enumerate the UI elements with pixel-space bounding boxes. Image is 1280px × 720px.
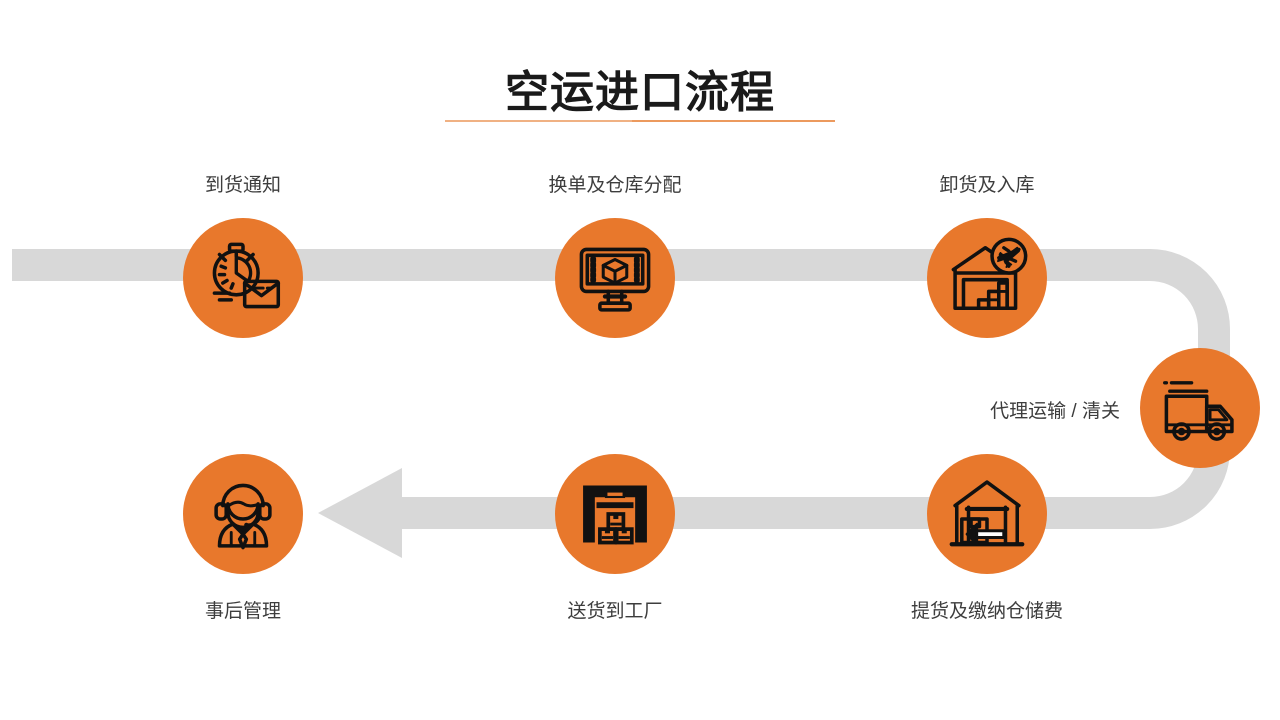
step-node-1[interactable] [183,218,303,338]
warehouse-airplane-icon [945,236,1029,320]
step-label-7: 事后管理 [204,601,281,622]
delivery-truck-icon [1158,366,1242,450]
step-label-5: 提货及缴纳仓储费 [910,601,1063,622]
stopwatch-envelope-icon [201,236,285,320]
step-node-4[interactable] [1140,348,1260,468]
step-label-1: 到货通知 [204,175,281,196]
factory-boxes-icon [573,472,657,556]
step-label-6: 送货到工厂 [567,601,663,622]
step-label-2: 换单及仓库分配 [548,175,682,196]
step-disc-4 [1140,348,1260,468]
step-disc-5 [927,454,1047,574]
monitor-box-icon [573,236,657,320]
step-node-7[interactable] [183,454,303,574]
title-underline-rule [445,120,835,122]
step-node-2[interactable] [555,218,675,338]
step-node-3[interactable] [927,218,1047,338]
step-node-5[interactable] [927,454,1047,574]
step-disc-7 [183,454,303,574]
step-label-4: 代理运输 / 清关 [990,401,1120,422]
step-node-6[interactable] [555,454,675,574]
warehouse-outbound-arrow-icon [945,472,1029,556]
support-agent-headset-icon [201,472,285,556]
step-label-3: 卸货及入库 [939,175,1035,196]
ribbon-arrowhead-left [318,468,402,558]
page-title: 空运进口流程 [505,68,775,117]
